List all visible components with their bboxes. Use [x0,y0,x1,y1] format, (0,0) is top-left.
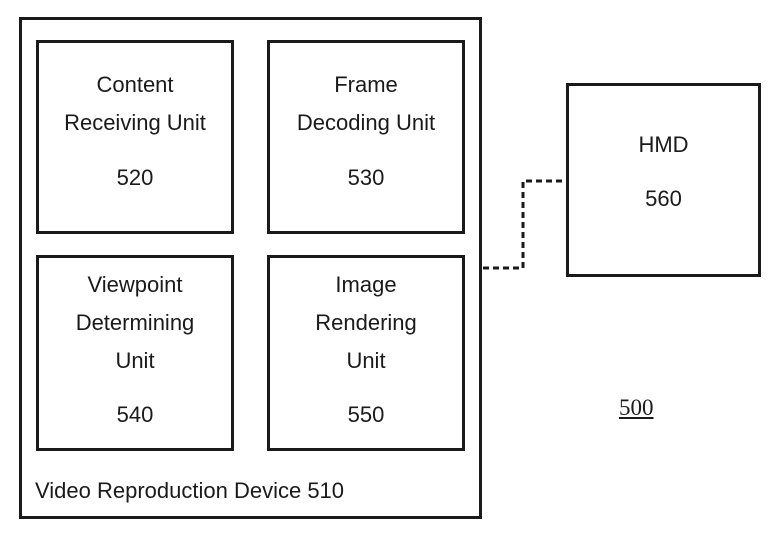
content-receiving-unit-box: Content Receiving Unit 520 [36,40,234,234]
frame-decoding-unit-number: 530 [347,165,385,190]
hmd-label: HMD [638,132,689,157]
video-reproduction-device-label: Video Reproduction Device 510 [35,478,345,503]
image-rendering-unit-number: 550 [347,402,385,427]
viewpoint-determining-unit-number: 540 [116,402,154,427]
content-receiving-unit-number: 520 [116,165,154,190]
frame-decoding-unit-box: Frame Decoding Unit 530 [267,40,465,234]
viewpoint-determining-unit-label: Viewpoint Determining Unit [75,272,195,373]
image-rendering-unit-box: Image Rendering Unit 550 [267,255,465,451]
viewpoint-determining-unit-box: Viewpoint Determining Unit 540 [36,255,234,451]
hmd-box: HMD 560 [566,83,761,277]
dashed-connection-line [483,179,566,270]
frame-decoding-unit-label: Frame Decoding Unit [296,72,436,135]
content-receiving-unit-label: Content Receiving Unit [64,72,206,135]
hmd-number: 560 [645,186,682,211]
figure-number: 500 [619,395,654,420]
image-rendering-unit-label: Image Rendering Unit [315,272,417,373]
